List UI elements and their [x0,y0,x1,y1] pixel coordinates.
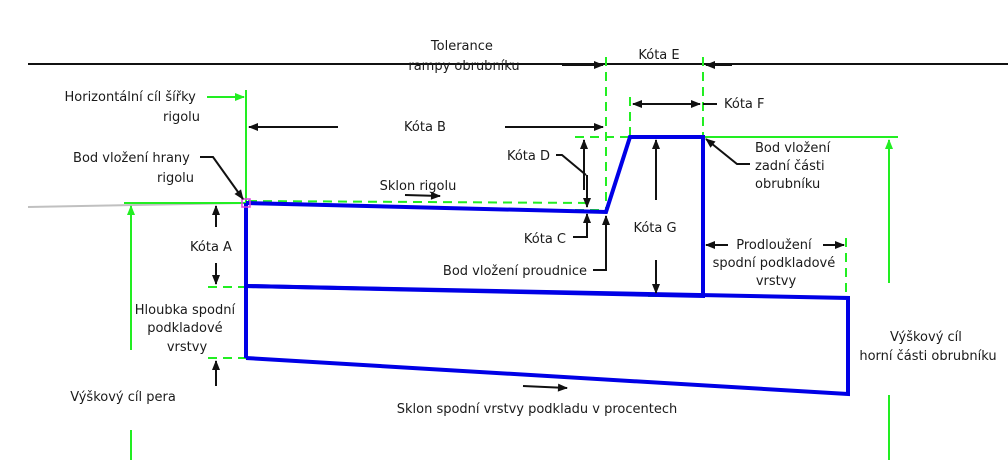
dim-g-label: Kóta G [633,221,676,236]
gutter-edge-leader [200,156,244,200]
subbase-depth-label: Hloubka spodní podkladové vrstvy [135,303,239,355]
subbase-depth-line3: vrstvy [167,340,208,355]
ramp-tolerance-label: Tolerance rampy obrubníku [408,39,519,74]
subbase-extension-line1: Prodloužení [736,238,812,253]
subbase-extension-line3: vrstvy [756,274,797,289]
flowline-leader [593,215,610,271]
top-of-curb-target-line2: horní části obrubníku [859,349,996,364]
subbase-depth-line1: Hloubka spodní [135,303,236,318]
gutter-slope-arrow [404,191,441,200]
back-of-curb-line1: Bod vložení [755,141,831,156]
insertion-point-marker[interactable] [241,198,251,208]
top-of-curb-target-line1: Výškový cíl [890,330,962,345]
gutter-slope-label: Sklon rigolu [380,179,457,194]
subbase-slope-arrow [522,383,568,392]
back-of-curb-line3: obrubníku [755,177,820,192]
dim-d-label: Kóta D [507,149,550,164]
dim-b-label: Kóta B [404,120,446,135]
subbase-extension-line2: spodní podkladové [713,256,836,271]
dim-a-label: Kóta A [190,240,232,255]
back-of-curb-line2: zadní části [755,159,825,174]
subbase-slope-label: Sklon spodní vrstvy podkladu v procentec… [397,402,678,417]
back-of-curb-insertion-label: Bod vložení zadní části obrubníku [755,141,834,192]
gutter-edge-insertion-line1: Bod vložení hrany [73,151,190,166]
dim-c-label: Kóta C [524,232,566,247]
subbase-depth-line2: podkladové [147,321,222,336]
flowline-insertion-label: Bod vložení proudnice [443,264,587,279]
ramp-tolerance-line2: rampy obrubníku [408,59,519,74]
dim-d-leader [556,154,587,176]
gutter-edge-insertion-line2: rigolu [157,171,194,186]
gutter-guide-dashed [247,200,593,204]
pen-elevation-target-label: Výškový cíl pera [70,390,176,405]
ramp-tolerance-line1: Tolerance [430,39,493,54]
dim-f-label: Kóta F [724,97,765,112]
subbase-extension-label: Prodloužení spodní podkladové vrstvy [713,238,840,289]
top-of-curb-target-label: Výškový cíl horní části obrubníku [859,330,996,364]
dim-e-label: Kóta E [638,48,679,63]
dim-c-leader [573,230,588,238]
horizontal-target-label-line1: Horizontální cíl šířky [65,90,197,105]
subbase-layer [245,284,850,397]
horizontal-target-label-line2: rigolu [163,110,200,125]
back-of-curb-leader [705,138,750,165]
gutter-edge-insertion-label: Bod vložení hrany rigolu [73,151,194,186]
horizontal-target-label: Horizontální cíl šířky rigolu [65,90,201,125]
